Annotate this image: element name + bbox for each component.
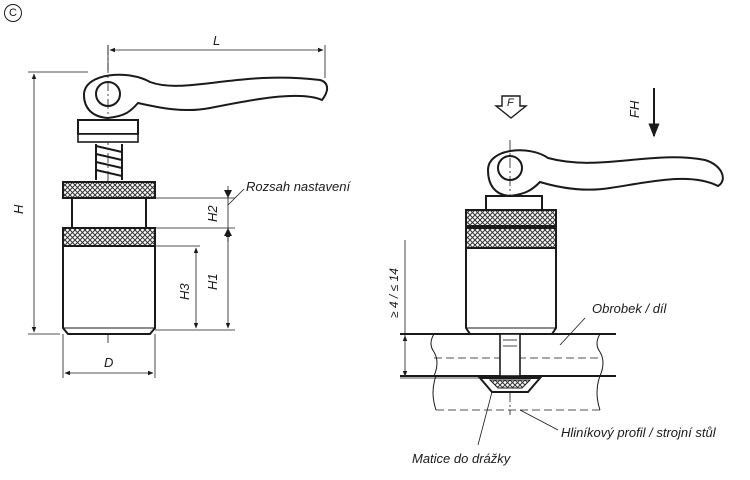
clamp-range-label: ≥ 4 / ≤ 14 xyxy=(387,268,401,318)
dim-H1-label: H1 xyxy=(205,273,220,290)
workpiece-label: Obrobek / díl xyxy=(592,301,667,316)
dim-H2-label: H2 xyxy=(205,205,220,222)
left-mid-body xyxy=(71,197,147,229)
aluminum-profile xyxy=(432,375,601,411)
right-cap xyxy=(485,195,543,211)
right-lower-knurl xyxy=(465,227,557,249)
right-lever-pivot xyxy=(497,155,523,181)
left-lever-pivot xyxy=(95,81,121,107)
left-upper-knurl xyxy=(62,181,156,199)
leader-workpiece xyxy=(559,317,586,346)
left-washer xyxy=(77,119,139,135)
right-cam-lever xyxy=(486,149,724,198)
variant-mark: C xyxy=(4,4,22,22)
left-cam-lever xyxy=(82,73,328,120)
left-main-body xyxy=(62,245,156,335)
slot-nut-label: Matice do drážky xyxy=(412,451,511,466)
force-F-arrow xyxy=(494,95,528,119)
leader-slot-nut xyxy=(477,391,493,446)
force-FH-label: FH xyxy=(627,100,642,118)
dim-H-label: H xyxy=(11,204,26,214)
left-lower-knurl xyxy=(62,227,156,247)
right-main-body xyxy=(465,247,557,335)
stud xyxy=(499,333,521,377)
right-view xyxy=(400,88,724,446)
dim-H3-label: H3 xyxy=(177,283,192,300)
profile-table-label: Hliníkový profil / strojní stůl xyxy=(561,425,716,440)
adjustment-range-label: Rozsah nastavení xyxy=(246,179,351,194)
left-view xyxy=(28,45,328,378)
right-upper-knurl xyxy=(465,209,557,227)
left-spring xyxy=(95,144,123,180)
force-F-label: F xyxy=(507,97,514,109)
dim-D-label: D xyxy=(104,355,114,370)
leader-profile xyxy=(519,409,559,431)
dim-L-label: L xyxy=(213,33,221,48)
